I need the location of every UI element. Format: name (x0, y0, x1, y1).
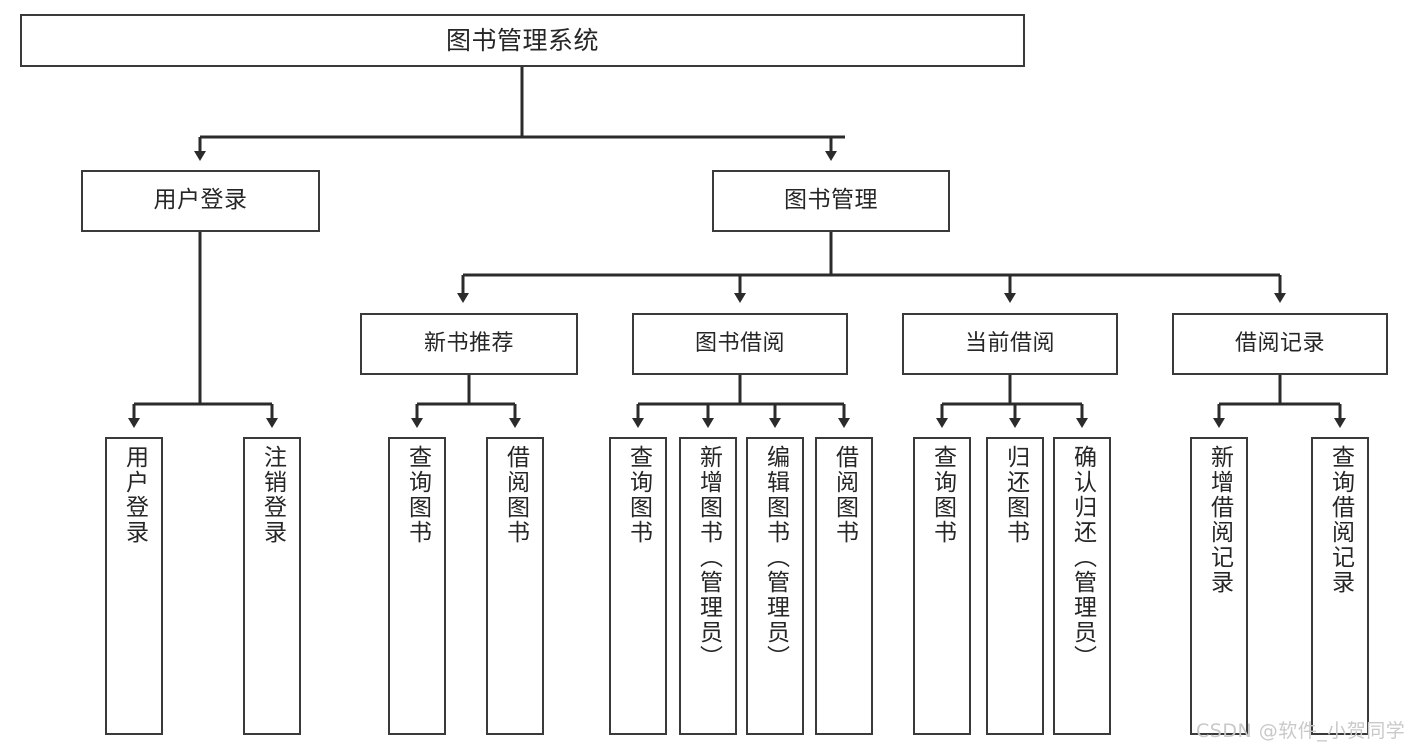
node-user-login[interactable]: 用户登录 (81, 170, 320, 232)
node-leaf-borrow-book-recommend[interactable]: 借阅图书 (486, 437, 544, 735)
node-label: 编辑图书（管理员） (762, 445, 789, 670)
node-leaf-query-borrow-record[interactable]: 查询借阅记录 (1311, 437, 1369, 735)
node-label: 查询图书 (404, 445, 431, 545)
node-leaf-query-book-current[interactable]: 查询图书 (913, 437, 971, 735)
node-label: 当前借阅 (964, 331, 1055, 357)
node-label: 查询图书 (929, 445, 956, 545)
node-label: 借阅图书 (831, 445, 858, 545)
node-label: 注销登录 (259, 445, 286, 545)
node-label: 查询图书 (625, 445, 652, 545)
node-label: 新书推荐 (423, 331, 514, 357)
node-label: 归还图书 (1002, 445, 1029, 545)
node-label: 借阅记录 (1234, 331, 1325, 357)
node-leaf-edit-book-admin[interactable]: 编辑图书（管理员） (746, 437, 804, 735)
node-label: 图书借阅 (694, 331, 785, 357)
node-leaf-borrow-book[interactable]: 借阅图书 (815, 437, 873, 735)
node-label: 确认归还（管理员） (1069, 445, 1096, 670)
node-label: 图书管理系统 (445, 25, 599, 55)
node-label: 用户登录 (121, 445, 148, 545)
node-label: 借阅图书 (502, 445, 529, 545)
node-current-borrow[interactable]: 当前借阅 (902, 313, 1118, 375)
node-label: 查询借阅记录 (1327, 445, 1354, 595)
node-root-system[interactable]: 图书管理系统 (20, 14, 1025, 67)
node-leaf-confirm-return-admin[interactable]: 确认归还（管理员） (1053, 437, 1111, 735)
node-leaf-add-borrow-record[interactable]: 新增借阅记录 (1190, 437, 1248, 735)
node-book-manage[interactable]: 图书管理 (712, 170, 950, 232)
node-leaf-logout[interactable]: 注销登录 (243, 437, 301, 735)
node-new-book-recommend[interactable]: 新书推荐 (360, 313, 578, 375)
node-leaf-return-book[interactable]: 归还图书 (986, 437, 1044, 735)
node-leaf-query-book-recommend[interactable]: 查询图书 (388, 437, 446, 735)
node-book-borrow[interactable]: 图书借阅 (632, 313, 848, 375)
node-label: 图书管理 (784, 187, 878, 214)
node-label: 新增借阅记录 (1206, 445, 1233, 595)
node-label: 新增图书（管理员） (695, 445, 722, 670)
csdn-watermark: CSDN @软件_小贺同学 (1196, 720, 1405, 742)
node-leaf-user-login[interactable]: 用户登录 (105, 437, 163, 735)
node-leaf-query-book-borrow[interactable]: 查询图书 (609, 437, 667, 735)
node-label: 用户登录 (153, 187, 248, 214)
node-borrow-record[interactable]: 借阅记录 (1172, 313, 1388, 375)
node-leaf-add-book-admin[interactable]: 新增图书（管理员） (679, 437, 737, 735)
